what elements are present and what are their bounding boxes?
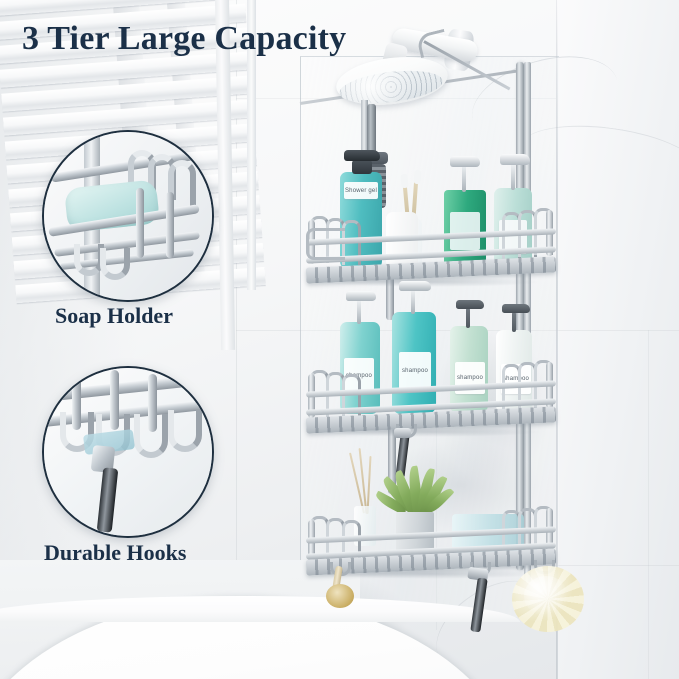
mint-bottle-pump-head: [500, 154, 530, 165]
bath-brush-head: [326, 584, 354, 608]
green-bottle-pump-stem: [462, 166, 466, 192]
callout-label-soap-holder: Soap Holder: [55, 303, 173, 328]
callout-circle-durable-hooks: [42, 366, 214, 538]
shower-hose-pipe: [361, 100, 368, 158]
soap-holder-side-rail: [166, 192, 174, 258]
shampoo-2-label: shampoo: [399, 352, 431, 390]
caddy-center-rod: [367, 104, 376, 190]
middle-shelf-basket: [305, 356, 557, 437]
soap-holder-closeup: [44, 132, 212, 300]
basket-loop: [342, 374, 361, 419]
basket-shadow: [321, 427, 541, 437]
right-wall-plane: [556, 0, 679, 679]
hook-shelf-strut: [72, 374, 81, 430]
toothbrush-head: [413, 169, 422, 185]
wall-corner-edge: [556, 0, 558, 679]
durable-hook: [60, 412, 94, 452]
shampoo-4-pump-head: [502, 304, 530, 313]
top-shelf-basket: [305, 206, 557, 287]
grout-line: [648, 330, 649, 679]
shower-gel-pump-head: [344, 150, 380, 161]
shower-gel-label: Shower gel: [344, 182, 378, 199]
shampoo-2-pump-stem: [411, 290, 415, 314]
toothbrush-head: [400, 173, 409, 189]
shampoo-1-pump-head: [346, 291, 376, 301]
durable-hook: [134, 414, 168, 458]
shampoo-4-pump-stem: [512, 312, 516, 332]
shampoo-3-pump-stem: [466, 308, 470, 328]
shampoo-2-pump-head: [399, 281, 431, 291]
soap-holder-bracket: [306, 228, 345, 260]
soap-holder-side-rail: [136, 188, 144, 258]
durable-hooks-closeup: [44, 368, 212, 536]
basket-shadow: [321, 277, 541, 287]
shampoo-3-pump-head: [456, 300, 484, 309]
green-bottle-pump-head: [450, 156, 480, 167]
soap-holder-loop: [168, 160, 196, 206]
caddy-connector-rod: [388, 424, 396, 494]
grout-line: [236, 0, 237, 679]
hook-shelf-rail: [44, 372, 212, 403]
page-title: 3 Tier Large Capacity: [22, 20, 347, 57]
bottom-shelf-basket: [305, 504, 557, 579]
shampoo-1-pump-stem: [357, 300, 361, 324]
hook-shelf-strut: [110, 370, 119, 430]
grout-line: [556, 0, 557, 679]
shower-gel-pump-neck: [352, 160, 372, 174]
hook-shelf-strut: [148, 374, 157, 432]
razor-head-middle: [394, 428, 411, 438]
callout-label-durable-hooks: Durable Hooks: [44, 540, 187, 565]
window-frame: [247, 0, 256, 290]
caddy-vertical-rail: [516, 62, 524, 570]
closeup-razor-handle: [96, 467, 119, 533]
soap-holder-bottom-loop: [100, 248, 130, 280]
caddy-connector-rod: [386, 272, 394, 320]
mint-bottle-pump-stem: [511, 164, 515, 190]
callout-circle-soap-holder: [42, 130, 214, 302]
glass-screen-post: [524, 62, 531, 582]
basket-shadow: [321, 569, 541, 579]
loofah-highlight: [524, 576, 568, 616]
durable-hook: [168, 410, 202, 452]
